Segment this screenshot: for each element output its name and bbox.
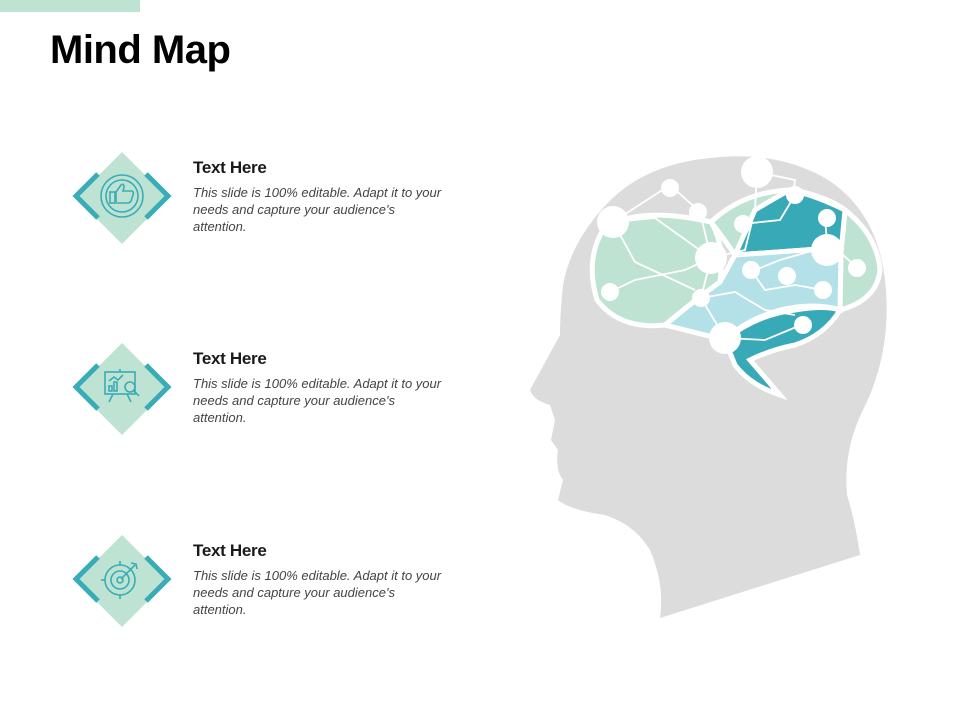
- list-item: Text Here This slide is 100% editable. A…: [70, 535, 490, 635]
- accent-bar: [0, 0, 140, 12]
- item-body: This slide is 100% editable. Adapt it to…: [193, 376, 442, 425]
- item-heading: Text Here: [193, 158, 267, 177]
- target-icon: [72, 535, 172, 627]
- item-body: This slide is 100% editable. Adapt it to…: [193, 568, 442, 617]
- network-nodes: [597, 156, 866, 354]
- list-item: Text Here This slide is 100% editable. A…: [70, 343, 490, 443]
- item-heading: Text Here: [193, 541, 267, 560]
- page-title: Mind Map: [50, 28, 231, 72]
- presentation-board-icon: [72, 343, 172, 435]
- list-item: Text Here This slide is 100% editable. A…: [70, 152, 490, 252]
- item-heading: Text Here: [193, 349, 267, 368]
- thumbs-up-seal-icon: [72, 152, 172, 244]
- head-brain-illustration: [530, 156, 887, 618]
- item-body: This slide is 100% editable. Adapt it to…: [193, 185, 442, 234]
